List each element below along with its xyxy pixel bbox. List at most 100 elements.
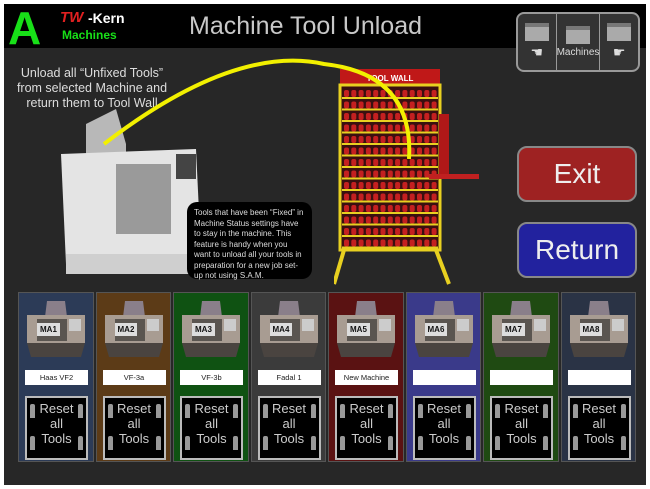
tool-icon [572,436,578,450]
machine-id-label: MA4 [269,323,293,336]
machine-id-label: MA6 [424,323,448,336]
machine-id-label: MA1 [37,323,60,336]
tool-icon [78,436,83,450]
tool-icon [78,404,83,418]
tool-icon [233,404,238,418]
reset-label: all [592,416,606,431]
tool-wall-image: TOOL WALL [334,69,479,285]
reset-all-tools-button[interactable]: Reset all Tools [490,396,553,460]
reset-all-tools-button[interactable]: Reset all Tools [257,396,321,460]
tool-icon [155,404,161,418]
next-machine-button[interactable]: ☛ [600,14,638,70]
reset-label: Reset [194,401,229,416]
machines-label: Machines [556,47,600,58]
machine-name-field[interactable]: VF-3a [102,370,166,385]
cnc-machine-image [61,109,201,274]
reset-label: Reset [117,401,151,416]
reset-all-tools-button[interactable]: Reset all Tools [102,396,166,460]
machine-name-field[interactable] [490,370,553,385]
logo-tw: TW [60,9,84,26]
machine-panel-ma4: MA4 Fadal 1 Reset all Tools [250,292,326,462]
exit-button[interactable]: Exit [517,146,637,202]
reset-label: Tools [196,431,227,446]
machine-name-field[interactable] [567,370,631,385]
machine-id-label: MA3 [192,323,215,336]
machine-name-field[interactable]: New Machine [335,370,398,385]
reset-label: all [127,416,141,431]
return-button[interactable]: Return [517,222,637,278]
tool-icon [572,404,578,418]
tool-icon [388,436,393,450]
tool-icon [233,436,238,450]
reset-all-tools-button[interactable]: Reset all Tools [180,396,243,460]
machine-name-field[interactable] [412,370,476,385]
machine-panel-ma3: MA3 VF-3b Reset all Tools [173,292,249,462]
tool-icon [465,404,471,418]
machine-panel-ma8: MA8 Reset all Tools [560,292,636,462]
tool-wall-sign: TOOL WALL [367,74,414,83]
machine-panel-ma7: MA7 Reset all Tools [483,292,559,462]
tool-icon [543,404,548,418]
unload-arrow-arc [102,58,412,160]
tool-icon [620,404,626,418]
logo-kern: -Kern [88,10,125,26]
machine-panel-ma2: MA2 VF-3a Reset all Tools [95,292,171,462]
reset-label: Reset [427,401,461,416]
reset-all-tools-button[interactable]: Reset all Tools [335,396,398,460]
tool-icon [310,404,316,418]
reset-label: all [282,416,296,431]
tool-icon [340,404,345,418]
machine-id-label: MA5 [347,323,370,336]
machines-button[interactable]: Machines [557,14,601,70]
reset-label: Tools [41,431,72,446]
reset-label: Tools [351,431,382,446]
reset-label: all [437,416,451,431]
reset-label: Tools [428,431,460,446]
reset-label: all [359,416,373,431]
machine-id-label: MA2 [114,323,138,336]
tool-icon [262,404,268,418]
reset-label: Reset [504,401,539,416]
machine-panel-ma6: MA6 Reset all Tools [405,292,481,462]
tool-icon [543,436,548,450]
machine-panel-ma1: MA1 Haas VF2 Reset all Tools [18,292,94,462]
logo: A TW -Kern Machines [8,2,148,54]
reset-label: Reset [272,401,306,416]
machine-name-field[interactable]: Fadal 1 [257,370,321,385]
prev-machine-button[interactable]: ☚ [518,14,557,70]
machine-id-label: MA7 [502,323,525,336]
reset-label: all [514,416,528,431]
machine-icon [607,23,632,41]
machine-panel-ma5: MA5 New Machine Reset all Tools [328,292,404,462]
instructions: Unload all “Unfixed Tools” from selected… [16,66,168,110]
hand-left-icon: ☚ [530,44,544,60]
reset-label: Reset [39,401,74,416]
reset-label: Tools [118,431,150,446]
tool-icon [340,436,345,450]
logo-machines: Machines [62,28,117,42]
machine-name-field[interactable]: VF-3b [180,370,243,385]
machine-panels: MA1 Haas VF2 Reset all Tools MA2 VF-3a R… [18,292,636,462]
reset-label: Reset [582,401,616,416]
page-title: Machine Tool Unload [189,12,423,40]
reset-all-tools-button[interactable]: Reset all Tools [25,396,88,460]
tool-icon [465,436,471,450]
machine-id-label: MA8 [579,323,603,336]
tool-icon [262,436,268,450]
machine-name-field[interactable]: Haas VF2 [25,370,88,385]
machine-tool-unload-screen: A TW -Kern Machines Machine Tool Unload … [4,2,646,485]
reset-label: all [204,416,218,431]
machine-icon [566,26,590,44]
reset-label: Reset [349,401,384,416]
tool-icon [417,436,423,450]
reset-label: Tools [273,431,305,446]
reset-all-tools-button[interactable]: Reset all Tools [412,396,476,460]
tool-icon [30,404,35,418]
machine-nav: ☚ Machines ☛ [516,12,640,72]
reset-all-tools-button[interactable]: Reset all Tools [567,396,631,460]
tool-icon [620,436,626,450]
reset-label: all [49,416,63,431]
tool-icon [107,404,113,418]
reset-label: Tools [583,431,615,446]
tool-icon [155,436,161,450]
